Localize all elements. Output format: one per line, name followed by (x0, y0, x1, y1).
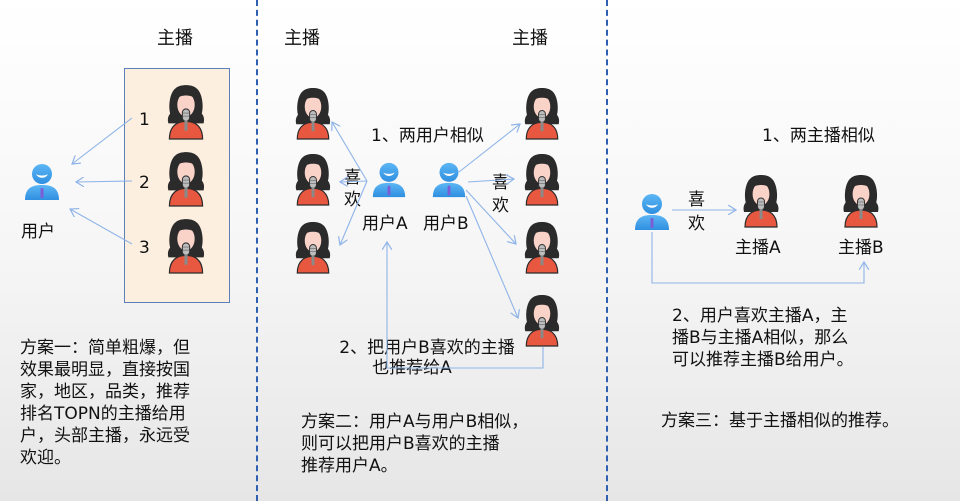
scheme-2-description: 方案二：用户A与用户B相似， 则可以把用户B喜欢的主播 推荐用户A。 (301, 412, 529, 476)
anchor-icon (292, 151, 334, 206)
anchor-icon (292, 85, 334, 140)
anchor-a-label: 主播A (735, 238, 781, 258)
anchor-icon (521, 151, 563, 206)
anchor-heading: 主播 (157, 28, 193, 49)
step2-recommend-similar: 2、用户喜欢主播A，主 播B与主播A相似，那么 可以推荐主播B给用户。 (672, 306, 854, 370)
anchor-heading-right: 主播 (512, 28, 548, 49)
anchor-a-icon (740, 172, 782, 228)
panel-divider-2 (606, 0, 608, 501)
user-b-label: 用户B (423, 214, 469, 234)
scheme-1-description: 方案一：简单粗爆，但 效果最明显，直接按国 家，地区，品类，推荐 排名TOPN的… (20, 338, 190, 468)
anchor-b-label: 主播B (838, 238, 884, 258)
rank-1: 1 (139, 110, 150, 130)
anchor-icon (521, 85, 563, 140)
like-label-right-2: 欢 (492, 196, 509, 216)
anchor-icon (292, 219, 334, 274)
user-a-label: 用户A (362, 214, 408, 234)
anchor-icon (165, 216, 207, 274)
anchor-heading-left: 主播 (284, 28, 320, 49)
like-label-left-1: 喜 (344, 168, 361, 188)
like-label-1: 喜 (688, 190, 705, 210)
rank-3: 3 (139, 238, 150, 258)
like-label-left-2: 欢 (344, 190, 361, 210)
like-label-2: 欢 (688, 214, 705, 234)
user-b-icon (430, 160, 468, 200)
user-a-icon (370, 160, 408, 200)
anchor-icon (165, 82, 207, 140)
user-icon (632, 192, 672, 232)
anchor-icon (165, 149, 207, 207)
user-label: 用户 (21, 222, 55, 242)
anchor-b-icon (840, 172, 882, 228)
like-label-right-1: 喜 (492, 173, 509, 193)
anchor-icon (521, 219, 563, 274)
step2-recommend: 2、把用户B喜欢的主播 也推荐给A (339, 338, 515, 378)
rank-2: 2 (139, 173, 150, 193)
step1-similar-anchors: 1、两主播相似 (762, 126, 875, 146)
user-icon (22, 162, 62, 202)
step1-similar-users: 1、两用户相似 (371, 126, 484, 146)
panel-divider-1 (256, 0, 258, 501)
scheme-3-description: 方案三：基于主播相似的推荐。 (661, 411, 899, 431)
